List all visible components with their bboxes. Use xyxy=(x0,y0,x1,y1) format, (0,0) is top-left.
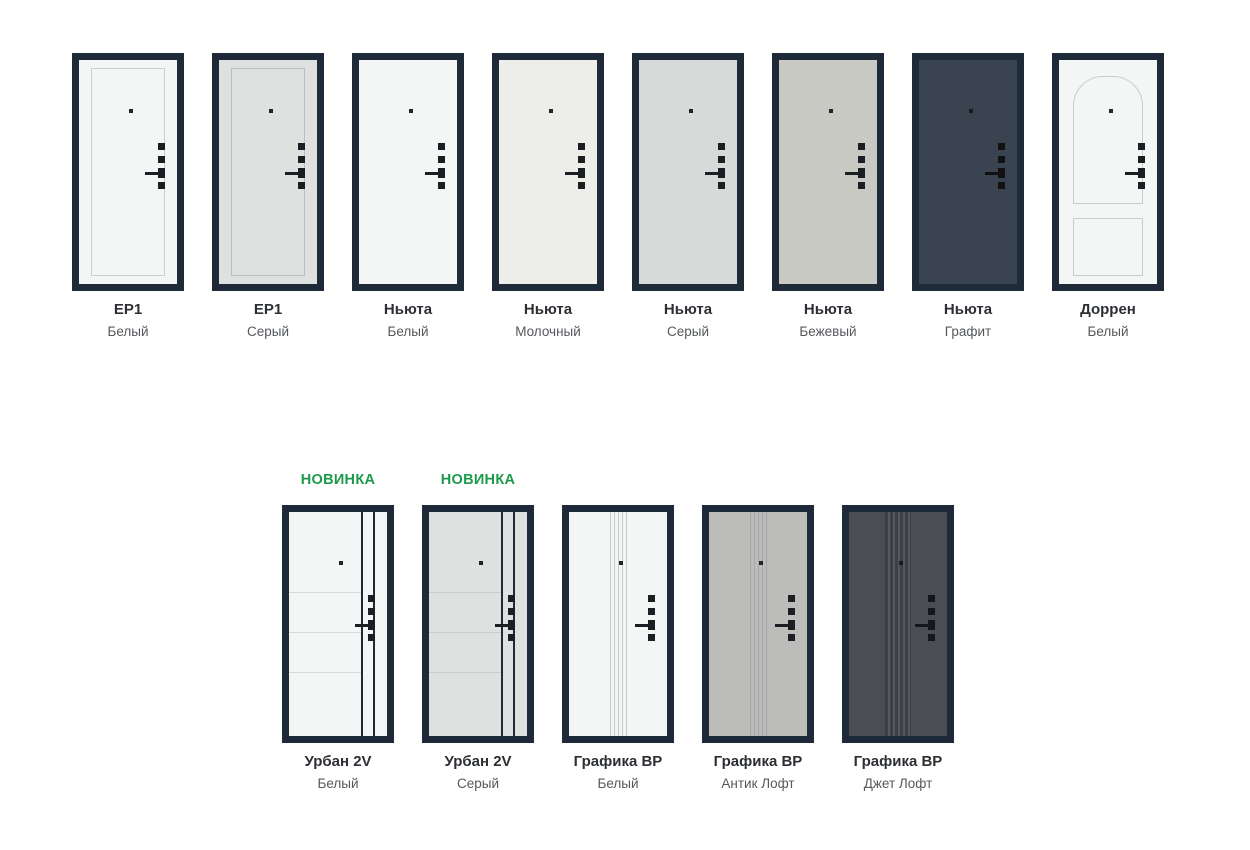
door-image xyxy=(562,505,674,743)
door-model: Доррен xyxy=(1080,301,1136,318)
door-card-dorren-white[interactable]: Доррен Белый xyxy=(1052,53,1164,339)
door-model: Урбан 2V xyxy=(304,753,372,770)
door-model: Ньюта xyxy=(803,301,853,318)
door-card-nyuta-gray[interactable]: Ньюта Серый xyxy=(632,53,744,339)
peephole-icon xyxy=(619,561,623,565)
peephole-icon xyxy=(899,561,903,565)
door-model: Графика ВР xyxy=(853,753,943,770)
door-image xyxy=(72,53,184,291)
door-image xyxy=(702,505,814,743)
door-color: Белый xyxy=(107,324,149,339)
peephole-icon xyxy=(269,109,273,113)
door-color: Молочный xyxy=(515,324,581,339)
door-image xyxy=(912,53,1024,291)
peephole-icon xyxy=(1109,109,1113,113)
door-card-nyuta-milk[interactable]: Ньюта Молочный xyxy=(492,53,604,339)
door-color: Белый xyxy=(597,776,639,791)
door-image xyxy=(422,505,534,743)
door-color: Джет Лофт xyxy=(863,776,933,791)
door-image xyxy=(492,53,604,291)
door-color: Бежевый xyxy=(799,324,857,339)
door-color: Серый xyxy=(666,324,709,339)
peephole-icon xyxy=(479,561,483,565)
door-image xyxy=(632,53,744,291)
door-color: Белый xyxy=(317,776,359,791)
door-image xyxy=(772,53,884,291)
door-color: Серый xyxy=(246,324,289,339)
door-card-grafika-jet-loft[interactable]: Графика ВР Джет Лофт xyxy=(842,505,954,791)
door-color: Графит xyxy=(944,324,992,339)
door-color: Белый xyxy=(387,324,429,339)
door-card-ep1-gray[interactable]: EP1 Серый xyxy=(212,53,324,339)
door-image xyxy=(1052,53,1164,291)
door-model: EP1 xyxy=(253,301,283,318)
door-model: Ньюта xyxy=(663,301,713,318)
new-badge: НОВИНКА xyxy=(300,472,376,488)
door-image xyxy=(212,53,324,291)
peephole-icon xyxy=(759,561,763,565)
door-model: Графика ВР xyxy=(713,753,803,770)
door-image xyxy=(842,505,954,743)
door-model: Ньюта xyxy=(383,301,433,318)
door-card-nyuta-graphite[interactable]: Ньюта Графит xyxy=(912,53,1024,339)
door-card-urban-white[interactable]: НОВИНКА Урбан 2V Белый xyxy=(282,472,394,791)
door-model: Графика ВР xyxy=(573,753,663,770)
peephole-icon xyxy=(549,109,553,113)
door-card-nyuta-beige[interactable]: Ньюта Бежевый xyxy=(772,53,884,339)
door-model: Урбан 2V xyxy=(444,753,512,770)
peephole-icon xyxy=(339,561,343,565)
door-image xyxy=(352,53,464,291)
door-card-nyuta-white[interactable]: Ньюта Белый xyxy=(352,53,464,339)
door-image xyxy=(282,505,394,743)
door-card-grafika-white[interactable]: Графика ВР Белый xyxy=(562,505,674,791)
door-model: Ньюта xyxy=(943,301,993,318)
peephole-icon xyxy=(689,109,693,113)
door-card-ep1-white[interactable]: EP1 Белый xyxy=(72,53,184,339)
door-color: Антик Лофт xyxy=(721,776,795,791)
door-model: Ньюта xyxy=(523,301,573,318)
peephole-icon xyxy=(129,109,133,113)
door-model: EP1 xyxy=(113,301,143,318)
new-badge: НОВИНКА xyxy=(440,472,516,488)
peephole-icon xyxy=(829,109,833,113)
door-card-urban-gray[interactable]: НОВИНКА Урбан 2V Серый xyxy=(422,472,534,791)
door-color: Серый xyxy=(456,776,499,791)
door-card-grafika-antik-loft[interactable]: Графика ВР Антик Лофт xyxy=(702,505,814,791)
door-color: Белый xyxy=(1087,324,1129,339)
peephole-icon xyxy=(409,109,413,113)
peephole-icon xyxy=(969,109,973,113)
